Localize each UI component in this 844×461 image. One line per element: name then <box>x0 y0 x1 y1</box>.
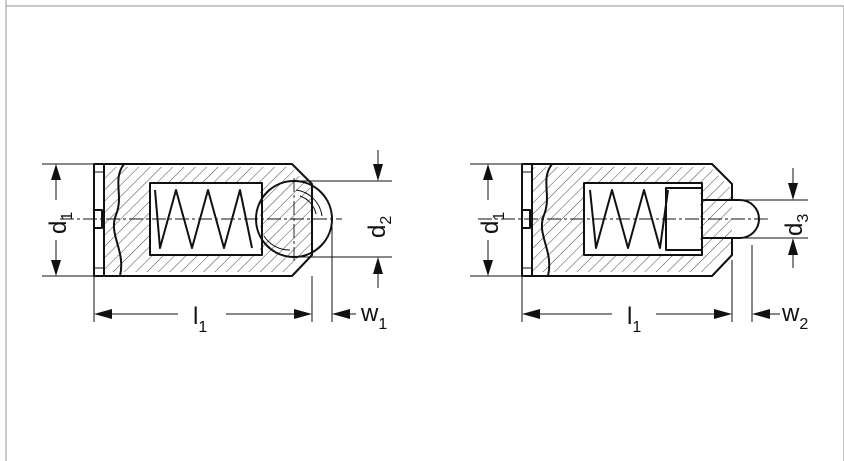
right-body-outline <box>532 163 733 277</box>
right-l1-label: l1 <box>627 303 641 336</box>
left-d2-label: d2 <box>364 216 395 238</box>
figure-frame <box>5 0 844 461</box>
right-body-section <box>532 167 732 272</box>
left-w1-label: w1 <box>360 300 387 333</box>
left-l1-label: l1 <box>193 303 207 336</box>
right-w2-dimension <box>751 245 780 322</box>
left-d1-label: d1 <box>45 212 76 234</box>
right-d1-label: d1 <box>477 212 508 234</box>
right-spring <box>589 189 669 249</box>
left-break-line <box>112 163 125 277</box>
left-d2-dimension <box>296 150 392 288</box>
left-body-section <box>104 167 312 272</box>
right-d3-label: d3 <box>781 214 812 236</box>
right-break-line <box>540 163 553 277</box>
left-body-outline <box>104 163 313 277</box>
left-l1-dimension <box>93 276 313 322</box>
left-w1-dimension <box>331 222 356 322</box>
right-w2-label: w2 <box>781 300 808 333</box>
right-d3-dimension <box>740 168 808 268</box>
ball-plunger-drawing: d1 l1 d2 w1 <box>42 150 395 336</box>
right-l1-dimension <box>521 260 733 322</box>
pin-plunger-drawing: d1 l1 d3 w2 <box>470 163 812 336</box>
